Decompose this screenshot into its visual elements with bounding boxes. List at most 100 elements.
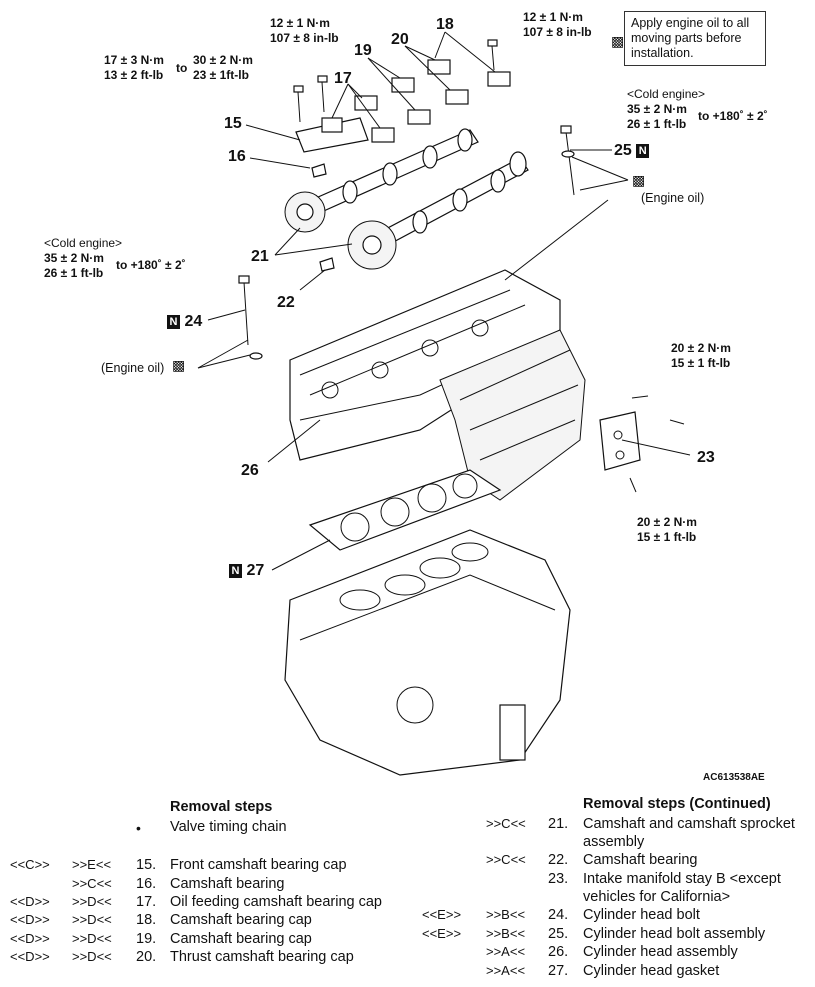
torque-nm: 30 ± 2 N·m <box>193 53 253 67</box>
removal-code: >>C<< <box>486 852 526 867</box>
step-row: >>A<< 27. Cylinder head gasket <box>420 962 815 980</box>
step-text: Camshaft bearing <box>583 852 698 868</box>
callout-24: N 24 <box>167 313 202 331</box>
torque-spec-30nm: 30 ± 2 N·m 23 ± 1ft-lb <box>193 53 253 83</box>
install-code: <<E>> <box>422 926 462 941</box>
torque-nm: 35 ± 2 N·m <box>627 102 687 116</box>
callout-17: 17 <box>334 70 352 87</box>
figure-id: AC613538AE <box>703 772 765 783</box>
install-code: <<E>> <box>422 907 462 922</box>
install-code: <<D>> <box>10 931 50 946</box>
install-code: <<D>> <box>10 894 50 909</box>
camshaft-intake <box>347 151 529 270</box>
step-text: Cylinder head assembly <box>583 944 738 960</box>
torque-spec-35nm-left: 35 ± 2 N·m 26 ± 1 ft-lb <box>44 251 104 281</box>
step-number: 23. <box>548 871 569 887</box>
removal-code: >>D<< <box>72 949 112 964</box>
engine-oil-note-text: Apply engine oil to all moving parts bef… <box>631 16 750 60</box>
callout-26: 26 <box>241 462 259 479</box>
torque-ftlb: 23 ± 1ft-lb <box>193 68 249 82</box>
callout-25: 25 N <box>614 142 650 160</box>
step-row: >>A<< 26. Cylinder head assembly <box>420 943 815 961</box>
step-text: Intake manifold stay B <except <box>583 871 781 887</box>
torque-inlb: 107 ± 8 in-lb <box>523 25 592 39</box>
step-number: 21. <box>548 816 569 832</box>
step-text: Valve timing chain <box>170 819 287 835</box>
engine-oil-label-right: (Engine oil) <box>641 191 705 205</box>
camshaft-exhaust <box>284 128 479 233</box>
torque-to-label: to <box>176 61 188 75</box>
torque-spec-12nm-right: 12 ± 1 N·m 107 ± 8 in-lb <box>523 10 592 40</box>
torque-nm: 12 ± 1 N·m <box>270 16 330 30</box>
engine-oil-note: ▩ Apply engine oil to all moving parts b… <box>611 11 766 66</box>
leader-lines <box>197 31 691 571</box>
callout-23: 23 <box>697 449 715 466</box>
removal-code: >>E<< <box>72 857 112 872</box>
step-number: 26. <box>548 944 569 960</box>
cylinder-block <box>284 529 571 776</box>
callout-19: 19 <box>354 42 372 59</box>
removal-code: >>D<< <box>72 931 112 946</box>
step-number: 22. <box>548 852 569 868</box>
step-row: >>C<< 21. Camshaft and camshaft sprocket <box>420 815 815 833</box>
torque-ftlb: 13 ± 2 ft-lb <box>104 68 164 82</box>
torque-nm: 20 ± 2 N·m <box>671 341 731 355</box>
removal-code: >>B<< <box>486 926 526 941</box>
torque-nm: 35 ± 2 N·m <box>44 251 104 265</box>
n-mark-icon: N <box>636 143 650 158</box>
angle-spec-right: to +180˚ ± 2˚ <box>698 109 768 123</box>
step-number: 24. <box>548 907 569 923</box>
removal-code: >>C<< <box>72 876 112 891</box>
step-row: >>C<< 22. Camshaft bearing <box>420 851 815 869</box>
step-text: Camshaft bearing cap <box>170 931 312 947</box>
step-text-continued: vehicles for California> <box>583 889 731 905</box>
callout-15: 15 <box>224 115 242 132</box>
angle-spec-left: to +180˚ ± 2˚ <box>116 258 186 272</box>
step-text: Oil feeding camshaft bearing cap <box>170 894 382 910</box>
cold-engine-label-left: <Cold engine> <box>44 236 123 250</box>
step-row: <<C>> >>E<< 15. Front camshaft bearing c… <box>0 856 420 874</box>
torque-ftlb: 26 ± 1 ft-lb <box>44 266 104 280</box>
manifold-stay <box>599 395 685 493</box>
callout-number: 24 <box>184 313 203 330</box>
step-number: 18. <box>136 912 157 928</box>
torque-spec-20nm-bottom: 20 ± 2 N·m 15 ± 1 ft-lb <box>637 515 697 545</box>
step-number: 15. <box>136 857 157 873</box>
removal-code: >>A<< <box>486 944 526 959</box>
install-code: <<C>> <box>10 857 50 872</box>
torque-spec-35nm-right: 35 ± 2 N·m 26 ± 1 ft-lb <box>627 102 687 132</box>
removal-steps-title: Removal steps <box>170 799 273 815</box>
removal-code: >>A<< <box>486 963 526 978</box>
step-row: >>C<< 16. Camshaft bearing <box>0 875 420 893</box>
torque-spec-20nm-top: 20 ± 2 N·m 15 ± 1 ft-lb <box>671 341 731 371</box>
step-text-continued: assembly <box>583 834 645 850</box>
step-row: <<D>> >>D<< 17. Oil feeding camshaft bea… <box>0 893 420 911</box>
removal-code: >>C<< <box>486 816 526 831</box>
callout-16: 16 <box>228 148 246 165</box>
install-code: <<D>> <box>10 912 50 927</box>
step-text: Camshaft bearing <box>170 876 285 892</box>
step-number: 27. <box>548 963 569 979</box>
callout-27: N 27 <box>229 562 264 580</box>
step-row: <<E>> >>B<< 24. Cylinder head bolt <box>420 906 815 924</box>
bullet-icon: • <box>136 820 141 836</box>
step-text: Cylinder head bolt assembly <box>583 926 766 942</box>
callout-21: 21 <box>251 248 269 265</box>
bolts <box>238 39 575 360</box>
n-mark-icon: N <box>229 563 242 578</box>
callout-number: 27 <box>246 562 265 579</box>
callout-number: 25 <box>614 142 632 159</box>
torque-inlb: 107 ± 8 in-lb <box>270 31 339 45</box>
intake-manifold <box>439 329 586 501</box>
torque-spec-12nm-left: 12 ± 1 N·m 107 ± 8 in-lb <box>270 16 339 46</box>
oil-can-icon: ▩ <box>611 33 625 49</box>
engine-oil-label-left: (Engine oil) <box>101 361 165 375</box>
torque-ftlb: 15 ± 1 ft-lb <box>671 356 731 370</box>
removal-code: >>B<< <box>486 907 526 922</box>
torque-nm: 12 ± 1 N·m <box>523 10 583 24</box>
oil-can-icon: ▩ <box>632 172 646 188</box>
torque-spec-17nm: 17 ± 3 N·m 13 ± 2 ft-lb <box>104 53 164 83</box>
callout-20: 20 <box>391 31 409 48</box>
step-text: Camshaft and camshaft sprocket <box>583 816 795 832</box>
torque-ftlb: 26 ± 1 ft-lb <box>627 117 687 131</box>
